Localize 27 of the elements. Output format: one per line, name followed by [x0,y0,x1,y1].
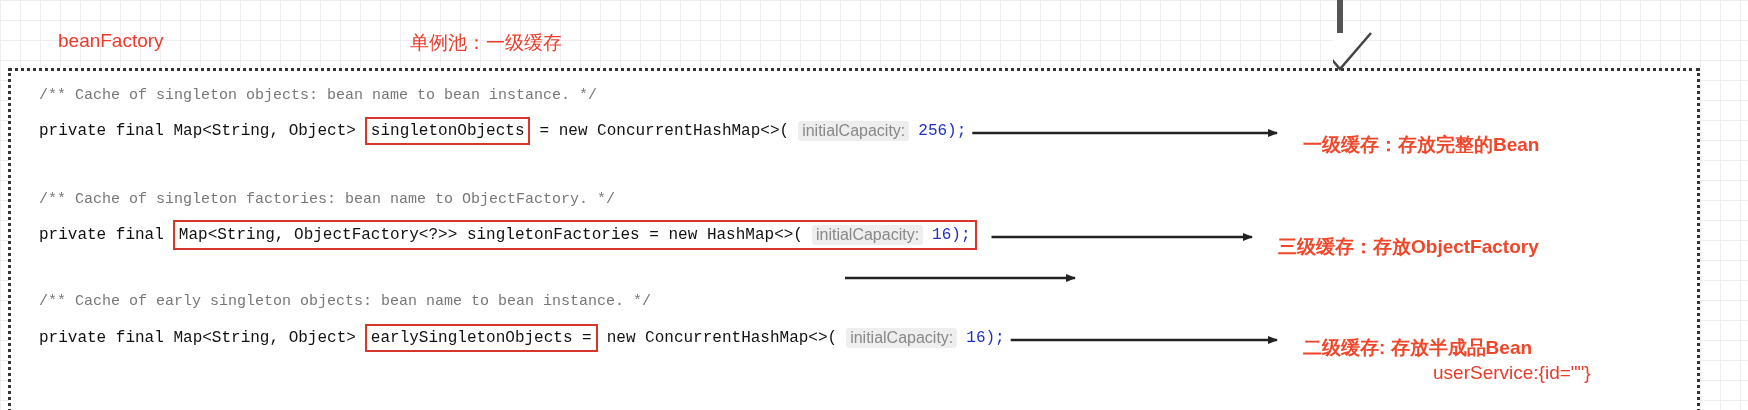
heading-text: beanFactory [58,30,164,52]
code-text: singletonObjects [370,122,525,140]
code-comment: /** Cache of singleton objects: bean name to bean instance. */ [39,87,598,104]
annotation-text: 二级缓存: 存放半成品Bean [1303,335,1533,361]
code-text: 16); [966,329,1005,347]
arrow [972,129,1278,137]
code-text: Map<String, ObjectFactory<?>> singletonFactories = new HashMap<>( [178,226,803,244]
code-comment: /** Cache of early singleton objects: bean name to bean instance. */ [39,293,652,310]
code-panel [8,68,1700,410]
arrow [1010,336,1278,344]
code-text: earlySingletonObjects = [370,329,592,347]
arrow [991,233,1253,241]
annotation-text: 一级缓存：存放完整的Bean [1303,132,1540,158]
code-text: private final Map<String, Object> [39,122,356,140]
note-text: userService:{id=""} [1433,362,1591,384]
heading-text: 单例池：一级缓存 [410,31,562,55]
parameter-hint: initialCapacity: [811,225,924,245]
parameter-hint: initialCapacity: [798,121,910,141]
code-text: = new ConcurrentHashMap<>( [539,122,790,140]
code-text: new ConcurrentHashMap<>( [606,329,838,347]
code-text: private final [39,226,164,244]
annotation-text: 三级缓存：存放ObjectFactory [1278,234,1539,260]
code-text: 16); [932,226,971,244]
parameter-hint: initialCapacity: [846,328,958,348]
code-comment: /** Cache of singleton factories: bean name to ObjectFactory. */ [39,191,616,208]
code-text: private final Map<String, Object> [39,329,356,347]
code-text: 256); [918,122,967,140]
